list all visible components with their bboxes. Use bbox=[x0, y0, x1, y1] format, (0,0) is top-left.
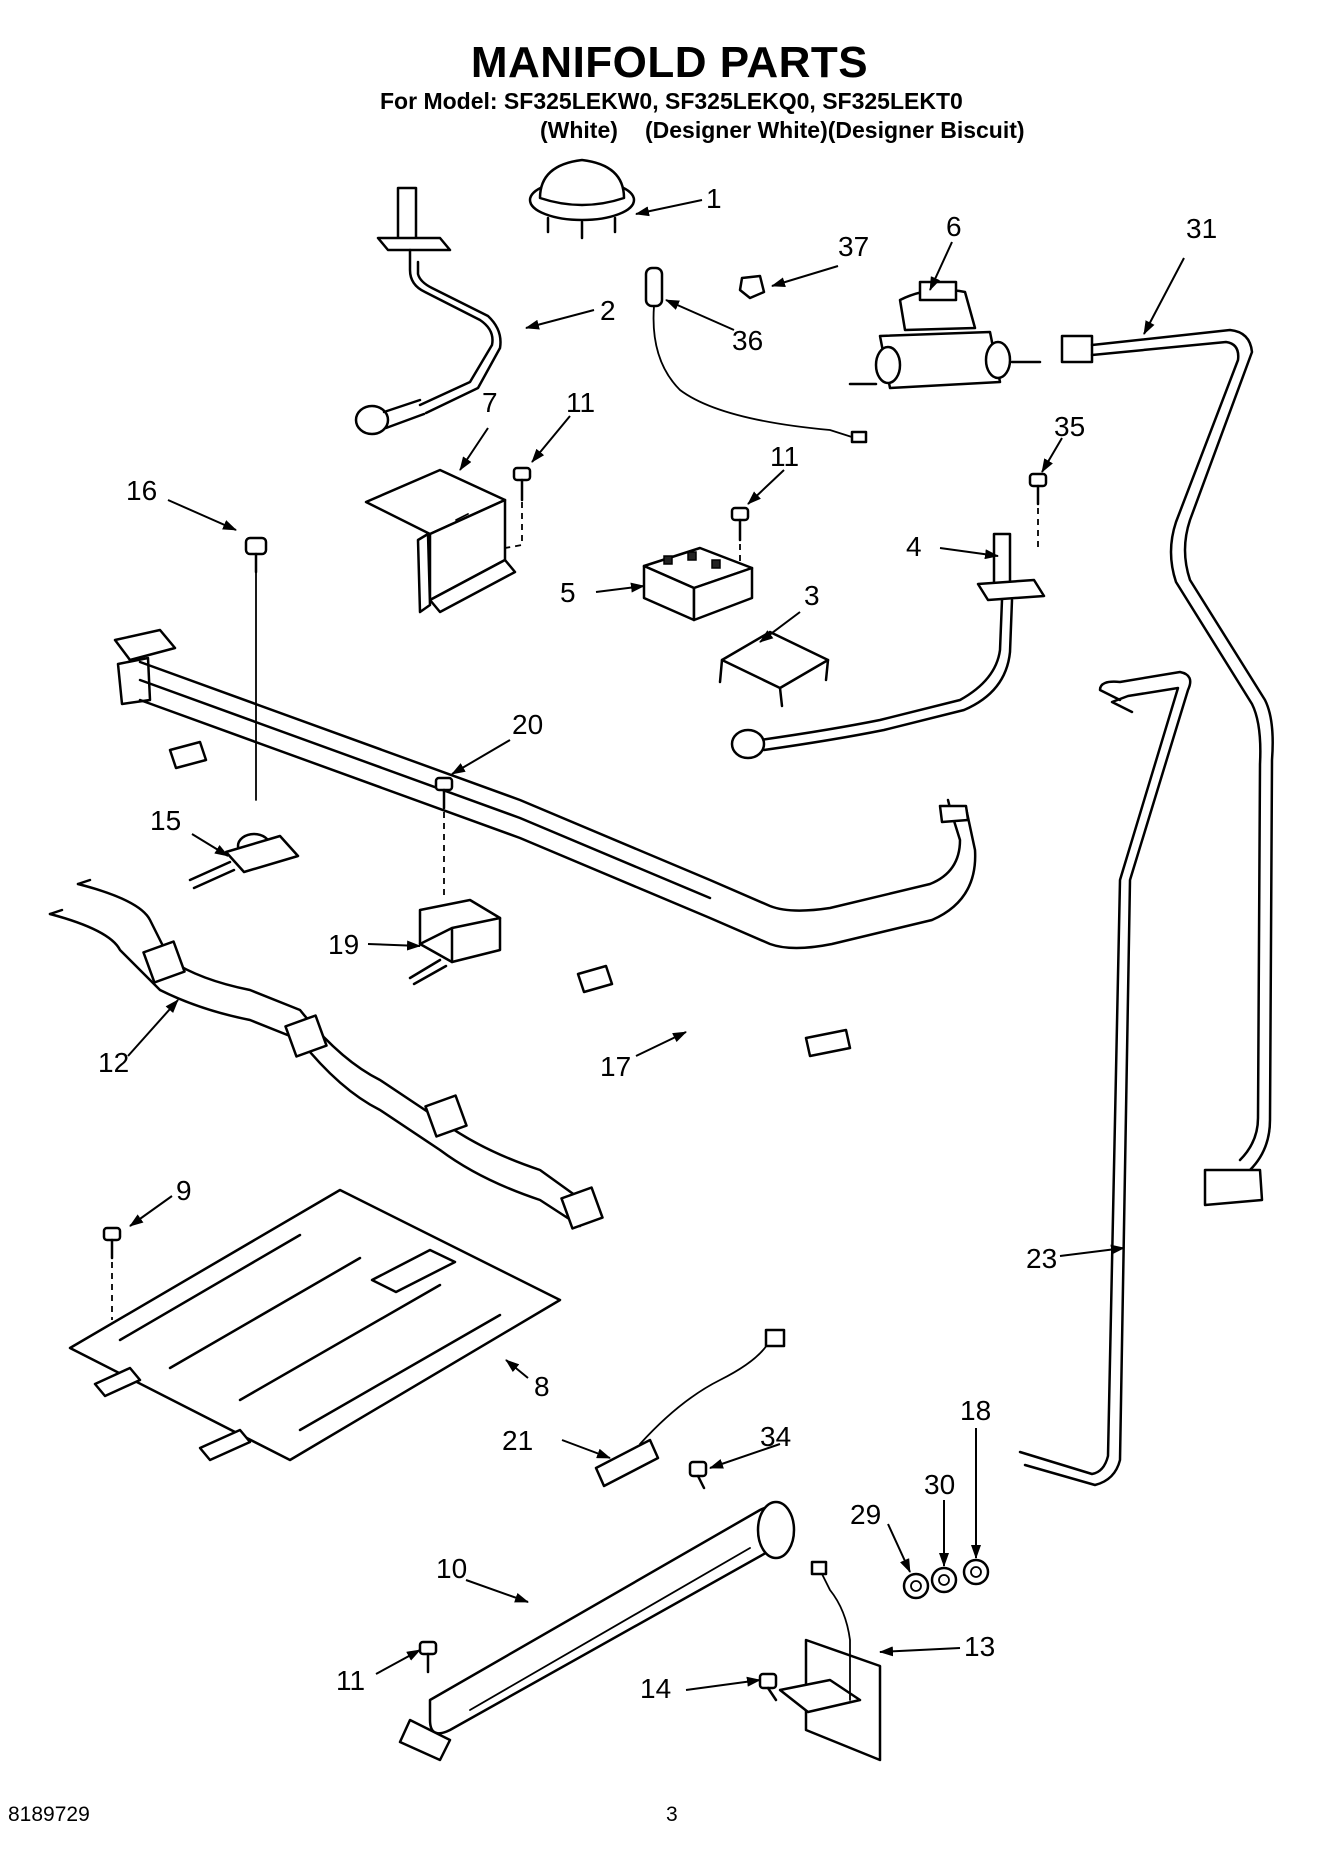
callout-2: 2 bbox=[600, 295, 616, 326]
callout-16: 16 bbox=[126, 475, 157, 506]
part-3-clip bbox=[718, 630, 830, 708]
part-35-screw bbox=[1028, 472, 1048, 548]
part-23-tube bbox=[1018, 670, 1192, 1487]
part-12-igniter-harness bbox=[48, 878, 604, 1230]
part-11-screw-c bbox=[418, 1640, 438, 1674]
callout-29: 29 bbox=[850, 1499, 881, 1530]
part-14-screw bbox=[758, 1672, 778, 1702]
part-11-screw-b bbox=[730, 506, 750, 570]
callout-13: 13 bbox=[964, 1631, 995, 1662]
part-11-screw-a bbox=[504, 466, 532, 549]
variant-designer: (Designer White)(Designer Biscuit) bbox=[645, 117, 1025, 143]
doc-number: 8189729 bbox=[8, 1803, 90, 1826]
callout-11-c: 11 bbox=[336, 1665, 365, 1696]
callout-36: 36 bbox=[732, 325, 763, 356]
part-8-tray bbox=[68, 1188, 562, 1462]
callout-12: 12 bbox=[98, 1047, 129, 1078]
callout-37: 37 bbox=[838, 231, 869, 262]
callout-4: 4 bbox=[906, 531, 922, 562]
part-1-burner-cap bbox=[528, 158, 636, 240]
callout-6: 6 bbox=[946, 211, 962, 242]
part-2-burner-tube bbox=[354, 186, 502, 436]
callout-11-a: 11 bbox=[566, 387, 595, 418]
part-4-burner-tube bbox=[730, 532, 1046, 760]
part-9-screw bbox=[102, 1226, 122, 1320]
callout-11-b: 11 bbox=[770, 441, 799, 472]
part-21-sensor bbox=[594, 1328, 786, 1488]
part-31-gas-line bbox=[1060, 328, 1274, 1207]
callout-8: 8 bbox=[534, 1371, 550, 1402]
part-30-nut bbox=[930, 1566, 958, 1594]
callout-3: 3 bbox=[804, 580, 820, 611]
part-17-manifold-pipe bbox=[113, 628, 977, 1058]
part-37-clip bbox=[738, 274, 766, 300]
callout-23: 23 bbox=[1026, 1243, 1057, 1274]
callout-5: 5 bbox=[560, 577, 576, 608]
model-line: For Model: SF325LEKW0, SF325LEKQ0, SF325… bbox=[380, 88, 963, 114]
part-36-electrode bbox=[644, 266, 868, 444]
part-19-valve bbox=[408, 898, 502, 986]
part-5-switch-block bbox=[642, 546, 754, 622]
callout-15: 15 bbox=[150, 805, 181, 836]
variant-white: (White) bbox=[540, 117, 618, 143]
part-16-screw bbox=[244, 536, 268, 801]
part-29-nut bbox=[902, 1572, 930, 1600]
callout-35: 35 bbox=[1054, 411, 1085, 442]
part-6-regulator bbox=[848, 280, 1042, 390]
part-7-bracket bbox=[364, 468, 517, 614]
callout-21: 21 bbox=[502, 1425, 533, 1456]
callout-1: 1 bbox=[706, 183, 722, 214]
part-13-bracket bbox=[778, 1560, 882, 1762]
page-title: MANIFOLD PARTS bbox=[470, 38, 869, 87]
callout-20: 20 bbox=[512, 709, 543, 740]
callout-19: 19 bbox=[328, 929, 359, 960]
part-20-screw bbox=[434, 776, 454, 900]
part-18-nut bbox=[962, 1558, 990, 1586]
callout-labels: 1 2 3 4 5 6 7 8 9 10 11 11 11 12 13 14 1… bbox=[98, 183, 1217, 1704]
callout-30: 30 bbox=[924, 1469, 955, 1500]
callout-18: 18 bbox=[960, 1395, 991, 1426]
callout-14: 14 bbox=[640, 1673, 671, 1704]
callout-leaders bbox=[127, 199, 1185, 1691]
callout-7: 7 bbox=[482, 387, 498, 418]
callout-17: 17 bbox=[600, 1051, 631, 1082]
callout-34: 34 bbox=[760, 1421, 791, 1452]
part-10-burner bbox=[398, 1500, 796, 1762]
callout-31: 31 bbox=[1186, 213, 1217, 244]
page-number: 3 bbox=[666, 1803, 678, 1826]
part-15-valve bbox=[188, 832, 300, 890]
callout-10: 10 bbox=[436, 1553, 467, 1584]
part-34-screw bbox=[688, 1460, 708, 1490]
callout-9: 9 bbox=[176, 1175, 192, 1206]
